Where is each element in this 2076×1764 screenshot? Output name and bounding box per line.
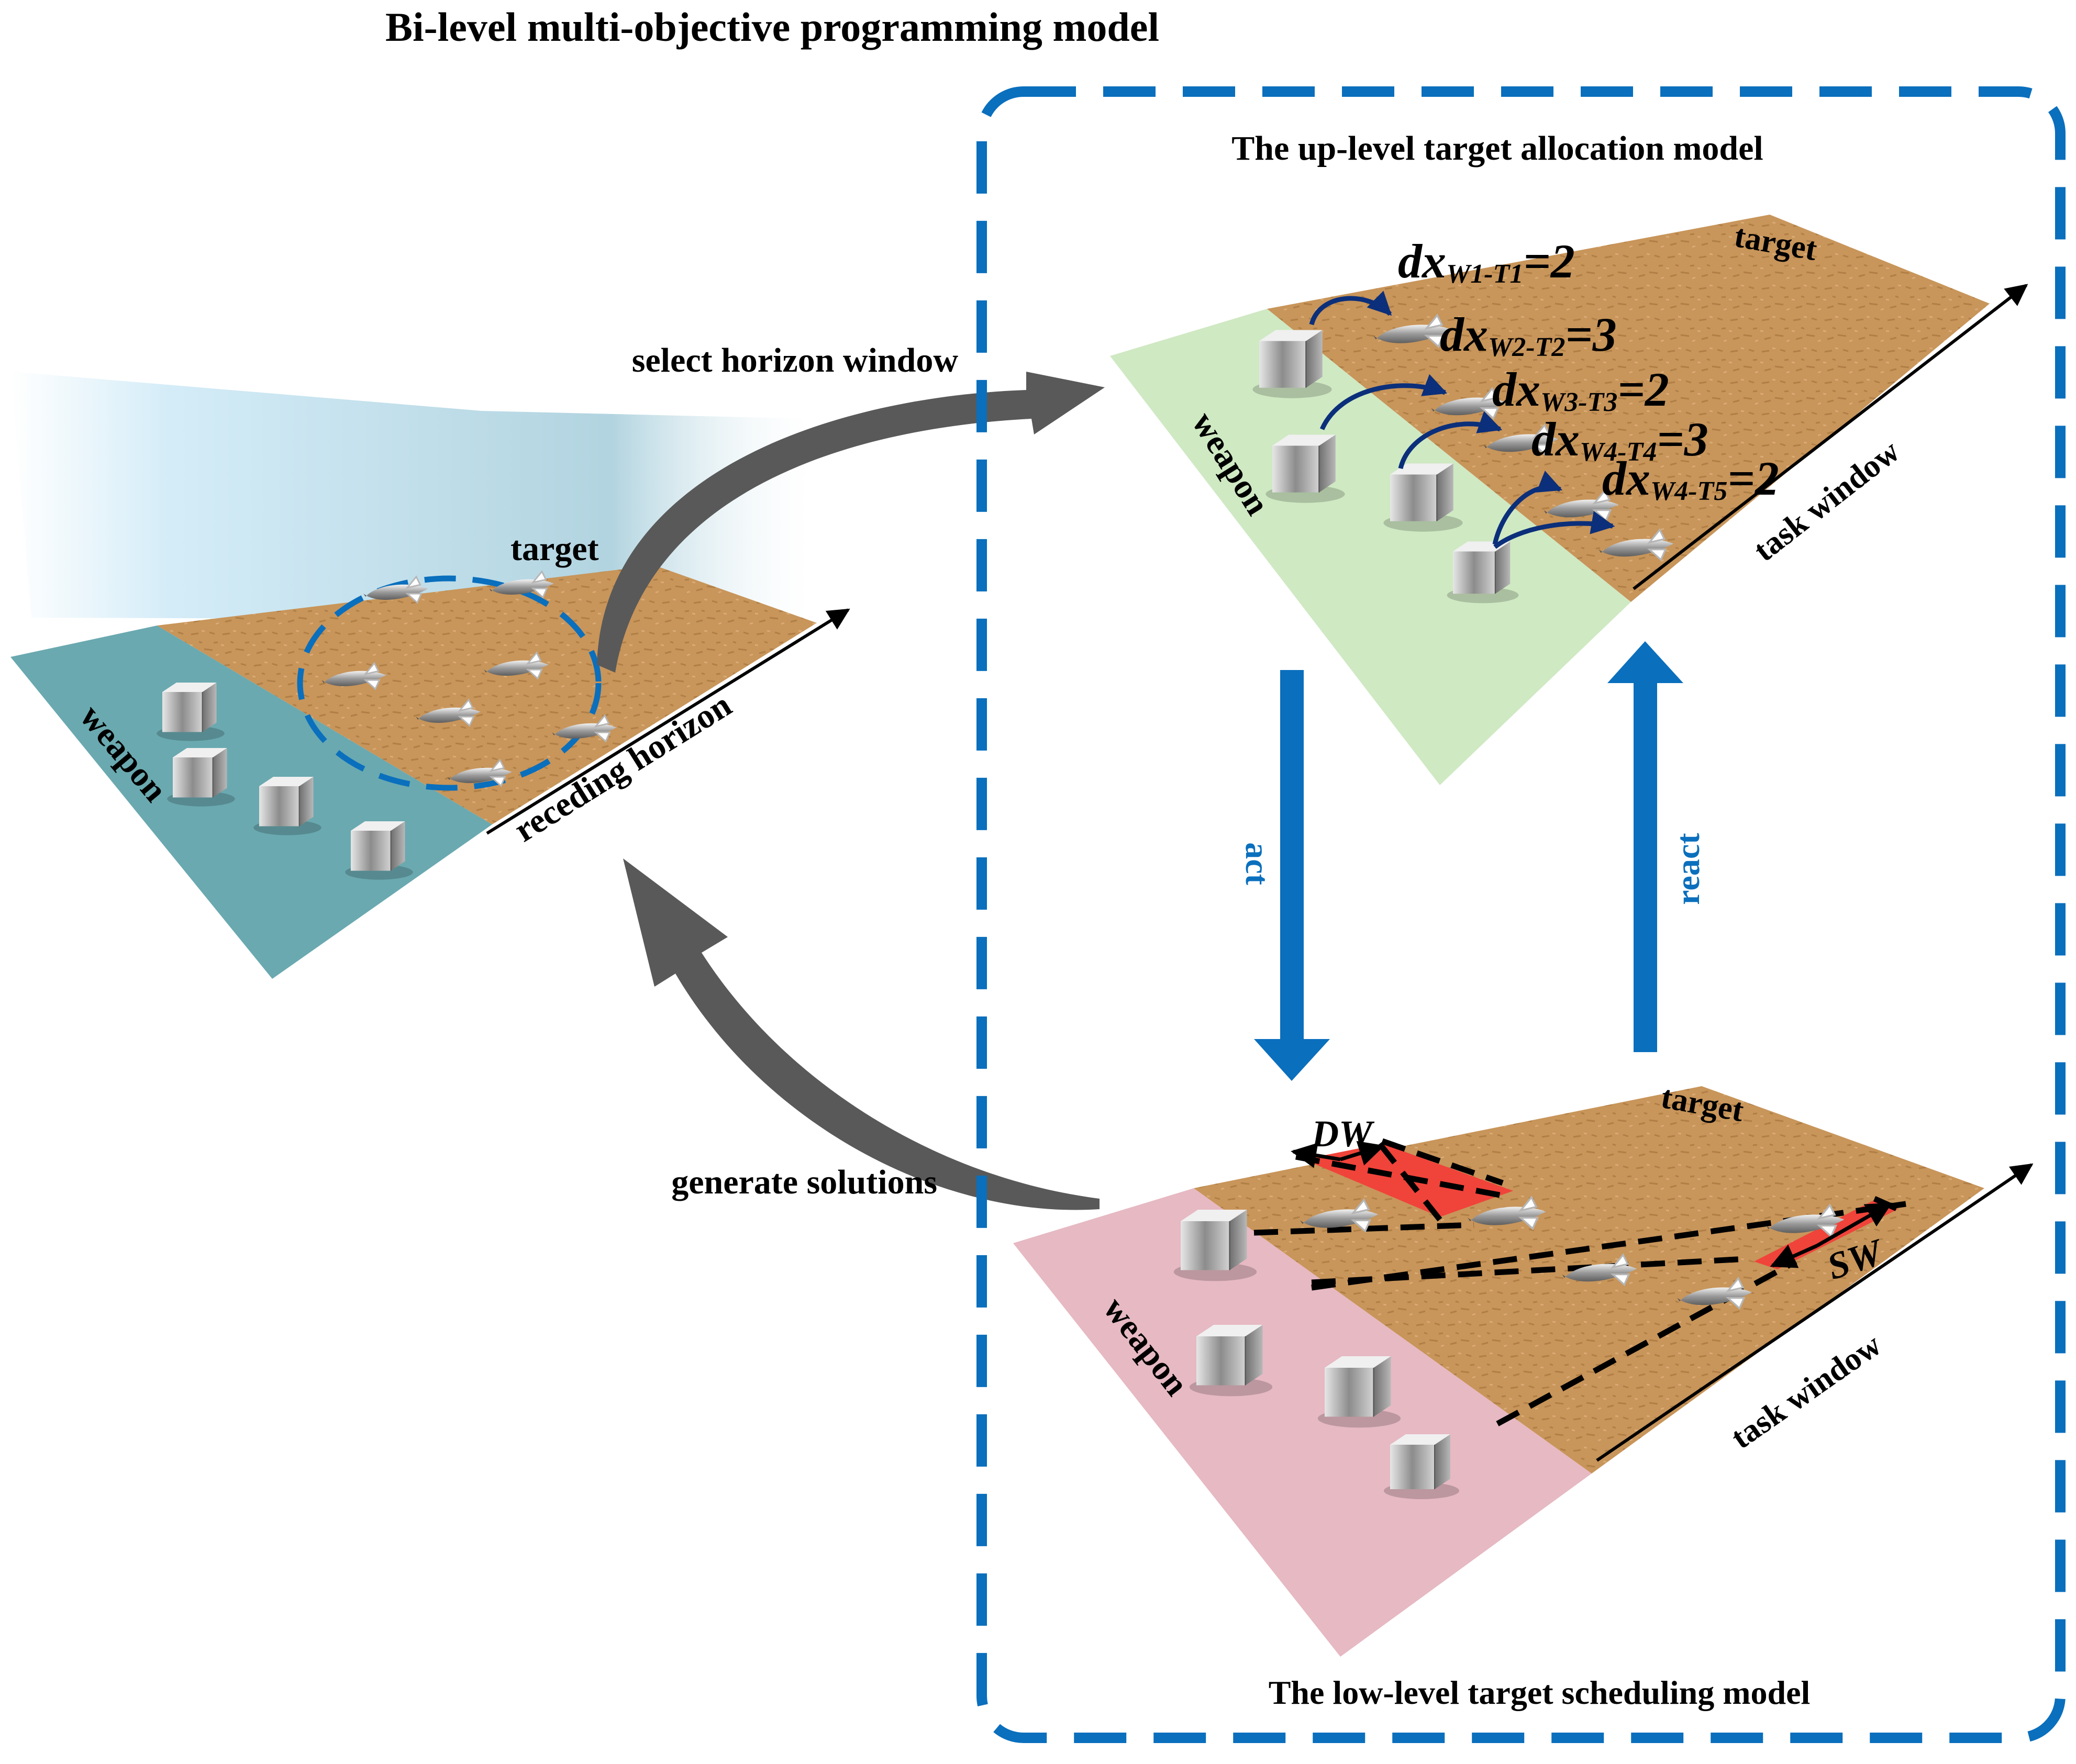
act-react: act react <box>1239 641 1706 1081</box>
receding-horizon-axis <box>486 608 850 835</box>
assignment-label: dxW2-T2=3 <box>1440 308 1617 362</box>
left-target-label: target <box>510 530 599 568</box>
lower-panel: The low-level target scheduling model ta… <box>1013 1079 2034 1711</box>
assignment-arrow <box>1319 374 1448 430</box>
select-horizon-label: select horizon window <box>632 341 959 379</box>
react-arrow <box>1607 641 1683 1052</box>
weapon-icon <box>1446 541 1519 604</box>
generate-solutions-arrow <box>623 858 1100 1210</box>
weapon-icon <box>1252 329 1333 399</box>
act-arrow <box>1254 670 1330 1081</box>
assignment-label: dxW4-T5=2 <box>1602 452 1779 506</box>
sw-marker <box>1816 1202 1893 1248</box>
dw-marker <box>1291 1143 1341 1168</box>
bilevel-frame <box>976 86 2066 1743</box>
weapon-icon <box>253 776 322 836</box>
weapon-icon <box>156 682 225 742</box>
assignment-arrow <box>1492 471 1563 545</box>
dw-label: DW <box>1311 1113 1375 1155</box>
upper-title: The up-level target allocation model <box>1231 129 1763 168</box>
schedule-line <box>1381 1138 1504 1186</box>
assignment-label: dxW1-T1=2 <box>1398 235 1575 289</box>
upper-weapon-area <box>1110 309 1631 785</box>
lower-weapon-area <box>1013 1188 1592 1657</box>
upper-panel: The up-level target allocation model tas… <box>1110 129 2028 785</box>
horizon-selection-circle <box>297 575 602 791</box>
upper-task-axis <box>1633 284 2028 590</box>
assignment-arrow <box>1493 511 1615 549</box>
assignment-arrows <box>1309 291 1615 549</box>
assignment-label: dxW3-T3=2 <box>1492 363 1669 417</box>
flow-arrows: select horizon window generate solutions <box>597 341 1105 1210</box>
sw-marker <box>1770 1244 1818 1268</box>
act-label: act <box>1239 842 1276 885</box>
page-title: Bi-level multi-objective programming mod… <box>385 4 1159 50</box>
weapon-area <box>10 626 492 979</box>
select-horizon-arrow <box>597 372 1105 673</box>
schedule-line <box>1496 1259 1797 1426</box>
weapon-icon <box>1383 463 1463 532</box>
upper-target-field <box>1267 215 1990 602</box>
weapon-icon <box>1317 1355 1402 1428</box>
lower-task-axis <box>1596 1163 2034 1462</box>
weapon-icon <box>166 747 236 807</box>
generate-solutions-label: generate solutions <box>671 1163 937 1201</box>
react-label: react <box>1669 833 1706 905</box>
weapon-icon <box>1173 1209 1258 1282</box>
assignment-label: dxW4-T4=3 <box>1531 412 1708 467</box>
weapon-icon <box>1189 1324 1273 1397</box>
weapon-icon <box>1383 1434 1460 1500</box>
weapon-icon <box>1265 434 1346 504</box>
assignment-arrow <box>1398 411 1503 470</box>
assignment-arrow <box>1309 291 1392 326</box>
left-panel: receding horizon target weapon <box>10 372 850 979</box>
lower-title: The low-level target scheduling model <box>1269 1674 1811 1711</box>
window-markers <box>1291 1141 1893 1268</box>
dw-marker <box>1339 1141 1385 1166</box>
sky-backdrop <box>10 372 812 620</box>
assignment-labels: dxW1-T1=2 dxW2-T2=3 dxW3-T3=2 dxW4-T4=3 … <box>1398 235 1779 506</box>
schedule-line <box>1377 1142 1442 1222</box>
weapon-icon <box>345 821 414 880</box>
